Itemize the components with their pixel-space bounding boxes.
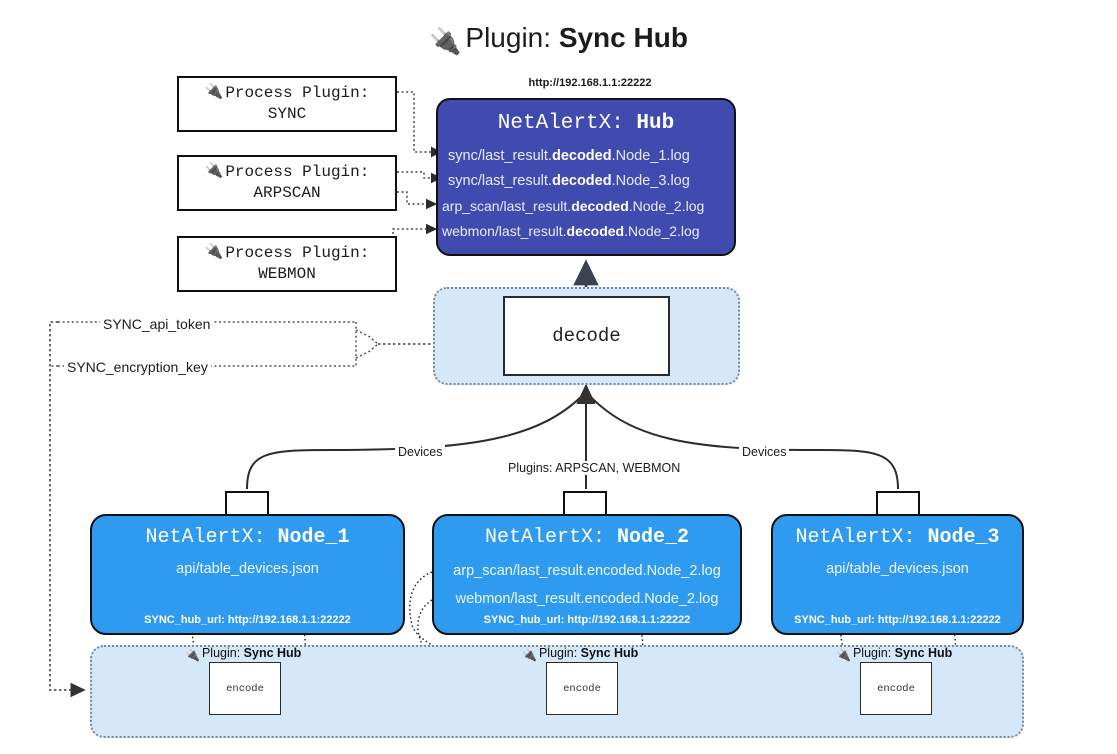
node-box-node-2[interactable]: NetAlertX: Node_2 arp_scan/last_result.e… bbox=[432, 514, 742, 635]
log-post: .Node_3.log bbox=[611, 173, 690, 189]
log-bold: decoded bbox=[551, 148, 612, 164]
process-plugin-label: Process Plugin: bbox=[225, 84, 370, 102]
node-hub-url: SYNC_hub_url: http://192.168.1.1:22222 bbox=[144, 614, 351, 626]
node-file-list: arp_scan/last_result.encoded.Node_2.log … bbox=[434, 557, 740, 613]
encode-box[interactable]: encode bbox=[860, 662, 932, 715]
encoder-plugin-label: 🔌Plugin: Sync Hub bbox=[522, 646, 638, 662]
page-title-strong: Sync Hub bbox=[558, 22, 688, 53]
process-plugin-label: Process Plugin: bbox=[225, 244, 370, 262]
node-title: NetAlertX: Node_1 bbox=[92, 526, 403, 549]
edge-label-api-token: SYNC_api_token bbox=[100, 316, 214, 332]
log-pre: arp_scan/last_result. bbox=[442, 198, 572, 214]
edge-label-devices-right: Devices bbox=[739, 445, 790, 459]
node-file-row: api/table_devices.json bbox=[826, 561, 969, 577]
encoder-plugin-name: Sync Hub bbox=[243, 646, 302, 660]
plug-icon: 🔌 bbox=[836, 648, 851, 662]
node-title-name: Node_2 bbox=[617, 526, 690, 549]
node-file-list: api/table_devices.json bbox=[92, 557, 403, 582]
node-file-row: arp_scan/last_result.encoded.Node_2.log bbox=[453, 563, 721, 579]
plug-icon: 🔌 bbox=[522, 648, 537, 662]
edge-label-encryption-key: SYNC_encryption_key bbox=[64, 359, 211, 375]
node-hub-url: SYNC_hub_url: http://192.168.1.1:22222 bbox=[794, 614, 1001, 626]
process-plugin-name: SYNC bbox=[267, 105, 307, 123]
node-title-prefix: NetAlertX: bbox=[484, 526, 617, 549]
node-box-node-1[interactable]: NetAlertX: Node_1 api/table_devices.json… bbox=[90, 514, 405, 635]
encoder-plugin-label: 🔌Plugin: Sync Hub bbox=[836, 646, 952, 662]
encoder-plugin-lead: Plugin: bbox=[852, 646, 895, 660]
process-plugin-box-webmon[interactable]: 🔌Process Plugin: WEBMON bbox=[177, 236, 397, 292]
plug-icon: 🔌 bbox=[204, 84, 224, 101]
node-title-prefix: NetAlertX: bbox=[145, 526, 278, 549]
hub-title-prefix: NetAlertX: bbox=[497, 112, 637, 135]
hub-log-row: sync/last_result.decoded.Node_3.log bbox=[438, 169, 734, 194]
encoder-plugin-label: 🔌Plugin: Sync Hub bbox=[185, 646, 301, 662]
log-pre: sync/last_result. bbox=[448, 148, 552, 164]
hub-title-name: Hub bbox=[636, 112, 675, 135]
node-hub-url: SYNC_hub_url: http://192.168.1.1:22222 bbox=[483, 614, 691, 626]
log-bold: decoded bbox=[571, 198, 629, 214]
edge-label-devices-left: Devices bbox=[395, 445, 446, 459]
page-title-lead: Plugin: bbox=[465, 22, 559, 53]
log-bold: decoded bbox=[566, 223, 625, 239]
log-post: .Node_2.log bbox=[628, 198, 705, 214]
log-bold: decoded bbox=[551, 173, 612, 189]
node-file-row: api/table_devices.json bbox=[176, 561, 319, 577]
plug-icon: 🔌 bbox=[204, 163, 224, 180]
log-post: .Node_1.log bbox=[611, 148, 690, 164]
hub-title: NetAlertX: Hub bbox=[438, 112, 734, 135]
decode-box[interactable]: decode bbox=[503, 296, 670, 376]
encode-box[interactable]: encode bbox=[209, 662, 281, 715]
hub-node-box[interactable]: NetAlertX: Hub sync/last_result.decoded.… bbox=[436, 98, 736, 256]
process-plugin-box-sync[interactable]: 🔌Process Plugin: SYNC bbox=[177, 76, 397, 132]
hub-log-row: arp_scan/last_result.decoded.Node_2.log bbox=[438, 194, 734, 219]
plug-icon: 🔌 bbox=[429, 26, 462, 56]
encoder-plugin-name: Sync Hub bbox=[580, 646, 639, 660]
process-plugin-box-arpscan[interactable]: 🔌Process Plugin: ARPSCAN bbox=[177, 155, 397, 211]
node-box-node-3[interactable]: NetAlertX: Node_3 api/table_devices.json… bbox=[771, 514, 1024, 635]
hub-url-label: http://192.168.1.1:22222 bbox=[528, 77, 652, 89]
page-title: 🔌Plugin: Sync Hub bbox=[0, 18, 1117, 61]
node-title-name: Node_3 bbox=[927, 526, 1000, 549]
process-plugin-label: Process Plugin: bbox=[225, 163, 370, 181]
process-plugin-name: ARPSCAN bbox=[253, 184, 321, 202]
hub-log-list: sync/last_result.decoded.Node_1.log sync… bbox=[438, 144, 734, 244]
node-file-row: webmon/last_result.encoded.Node_2.log bbox=[455, 591, 719, 607]
node-title: NetAlertX: Node_2 bbox=[434, 526, 740, 549]
hub-log-row: sync/last_result.decoded.Node_1.log bbox=[438, 144, 734, 169]
encoder-plugin-lead: Plugin: bbox=[201, 646, 244, 660]
node-title: NetAlertX: Node_3 bbox=[773, 526, 1022, 549]
edge-label-plugins: Plugins: ARPSCAN, WEBMON bbox=[505, 461, 684, 475]
log-post: .Node_2.log bbox=[624, 223, 700, 239]
node-title-prefix: NetAlertX: bbox=[795, 526, 928, 549]
node-file-list: api/table_devices.json bbox=[773, 557, 1022, 582]
plug-icon: 🔌 bbox=[204, 244, 224, 261]
log-pre: sync/last_result. bbox=[448, 173, 552, 189]
node-title-name: Node_1 bbox=[277, 526, 350, 549]
hub-log-row: webmon/last_result.decoded.Node_2.log bbox=[438, 219, 734, 244]
process-plugin-name: WEBMON bbox=[258, 265, 316, 283]
log-pre: webmon/last_result. bbox=[442, 223, 567, 239]
encoder-plugin-lead: Plugin: bbox=[538, 646, 581, 660]
encode-box[interactable]: encode bbox=[546, 662, 618, 715]
plug-icon: 🔌 bbox=[185, 648, 200, 662]
encoder-plugin-name: Sync Hub bbox=[894, 646, 953, 660]
